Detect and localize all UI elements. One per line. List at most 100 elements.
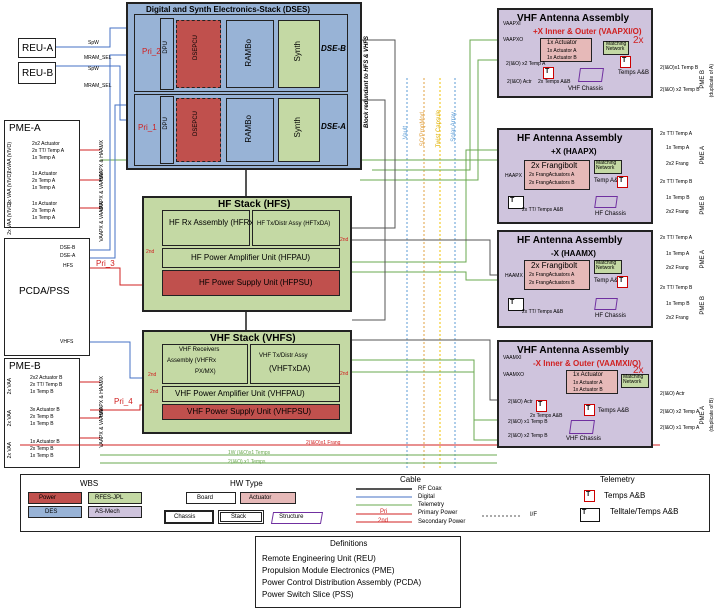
vhf-top-l1: 2(I&O) x2 Temp A: [506, 61, 546, 67]
legend-2nd: 2nd: [378, 518, 389, 524]
temps-icon: [617, 276, 628, 288]
pme-a-g2-item: 2x Temp A: [32, 178, 56, 184]
pme-a-g2-item: 1x Temp A: [32, 185, 56, 191]
vhf-top-sub: +X Inner & Outer (VAAPXI/O): [533, 27, 642, 36]
vhf-bot-chassis: VHF Chassis: [566, 436, 602, 442]
bottom-line-1: 2(I&O)x1 Frang: [306, 440, 341, 446]
pcda-dse-a: DSE-A: [60, 253, 76, 259]
definition-item: Propulsion Module Electronics (PME): [262, 566, 395, 575]
hf-plus-match-label: Matching Network: [596, 160, 617, 172]
temps-icon: [543, 67, 554, 79]
hf-plus-r-item: 2x2 Frang: [666, 209, 689, 215]
legend-rfes: RFES-JPL: [95, 495, 124, 501]
vhf-psu-label: VHF Power Supply Unit (VHFPSU): [187, 407, 312, 416]
hf-minus-temp: Temp A&B: [594, 278, 623, 284]
definitions-title: Definitions: [330, 539, 368, 548]
dsepcu-a: DSEPCU: [176, 98, 221, 162]
vhf-tx-board: VHF Tx/Distr Assy (VHFTxDA): [250, 344, 340, 384]
hf-plus-r-item: 2x TT/ Temp B: [660, 179, 693, 185]
hf-minus-chassis: HF Chassis: [595, 313, 627, 319]
hf-minus-frangibolt: 2x Frangibolt 2x FrangActuators A 2x Fra…: [524, 260, 590, 290]
pme-a-g3-item: 1x Temp A: [32, 215, 56, 221]
vhf-top-title: VHF Antenna Assembly: [517, 13, 630, 24]
vhf-bot-sub: -X Inner & Outer (VAAMXI/O): [533, 359, 641, 368]
vhf-bot-mult: 2x: [633, 365, 644, 376]
legend-power: Power: [39, 495, 57, 501]
hf-minus-fa: 2x FrangActuators A: [529, 272, 575, 278]
temps-icon: [536, 400, 547, 412]
pme-a-g1-item: 2x2 Actuator: [32, 141, 60, 147]
haamx-label: HAAMX: [505, 273, 523, 279]
hf-pau-label: HF Power Amplifier Unit (HFPAU): [191, 253, 310, 262]
pme-a-g2-item: 1x Actuator: [32, 171, 58, 177]
legend-pri: Pri: [380, 509, 388, 515]
hf-rx-label: HF Rx Assembly (HFRx): [169, 218, 257, 227]
legend-rfes-swatch: RFES-JPL: [88, 492, 142, 504]
hf-tx-label: HF Tx/Distr Assy (HFTxDA): [257, 221, 331, 227]
pme-a-g3-item: 2x Temp A: [32, 208, 56, 214]
temps-icon: [617, 176, 628, 188]
synth-b: Synth: [278, 20, 320, 88]
hf-plus-matching: Matching Network: [594, 160, 622, 174]
pme-b-g1-item: 1x Temp B: [30, 389, 54, 395]
legend-telltale: Telltale/Temps A&B: [610, 507, 679, 516]
vhf-rx-label-2: Assembly (VHFRx: [167, 358, 217, 364]
dse-b-label: DSE-B: [321, 44, 346, 53]
legend-stack: Stack: [231, 514, 247, 520]
vhf-2nd-label-b: 2nd: [150, 389, 159, 395]
vhf-tx-label-1: VHF Tx/Distr Assy: [259, 353, 308, 359]
vhf-rx-label-1: VHF Receivers: [179, 347, 220, 353]
legend-actuator: Actuator: [249, 495, 272, 501]
hf-plus-tt: 2x TT/ Temps A&B: [522, 207, 564, 213]
pme-b-title: PME-B: [9, 361, 41, 372]
vhf-bot-title: VHF Antenna Assembly: [517, 345, 630, 356]
vhf-pau-board: VHF Power Amplifier Unit (VHFPAU): [162, 386, 340, 402]
vhf-rx-board: VHF Receivers Assembly (VHFRx PX/MX): [162, 344, 248, 384]
hf-psu-label: HF Power Supply Unit (HFPSU): [199, 278, 313, 287]
pme-a-box: PME-A: [4, 120, 80, 228]
vhf-top-matching: Matching Network: [603, 41, 629, 55]
dsepcu-b: DSEPCU: [176, 20, 221, 88]
pri-3-label: Pri_3: [96, 259, 115, 268]
hf-psu-board: HF Power Supply Unit (HFPSU): [162, 270, 340, 296]
hf-pau-board: HF Power Amplifier Unit (HFPAU): [162, 248, 340, 268]
vaamxo-label: VAAMXO: [503, 372, 525, 378]
spw-label-b: SpW: [88, 66, 99, 72]
vhf-bot-matching: Matching Network: [621, 374, 649, 388]
vhf-top-temps2: 2x Temps A&B: [538, 79, 571, 85]
dpu-a: DPU: [160, 96, 174, 164]
pri-4-label: Pri_4: [114, 397, 133, 406]
hf-minus-tt: 2x TT/ Temps A&B: [522, 309, 564, 315]
hf-minus-r-item: 2x2 Frang: [666, 315, 689, 321]
vhf-bot-temps: Temps A&B: [598, 408, 630, 414]
hf-plus-r-item: 1x Temp B: [666, 195, 690, 201]
reu-a-label: REU-A: [22, 43, 54, 54]
hf-minus-r-item: 2x TT/ Temp B: [660, 285, 693, 291]
dse-a-label: DSE-A: [321, 122, 346, 131]
pme-b-g2-item: 3x Actuator B: [30, 407, 60, 413]
vhf-psu-board: VHF Power Supply Unit (VHFPSU): [162, 404, 340, 420]
legend-wbs-title: WBS: [80, 479, 99, 488]
vhf-bot-r1: 2(I&O) Actr: [660, 391, 685, 397]
legend-des: DES: [45, 509, 58, 515]
legend-box: [20, 474, 710, 532]
pme-a-g1-item: 1x Temp A: [32, 155, 56, 161]
legend-asmech-swatch: AS-Mech: [88, 506, 142, 518]
legend-chassis-swatch: Chassis: [164, 510, 214, 524]
synth-a: Synth: [278, 98, 320, 162]
reu-a-box: REU-A: [18, 38, 56, 58]
dses-title: Digital and Synth Electronics-Stack (DSE…: [146, 5, 311, 14]
hf-minus-frang: 2x Frangibolt: [531, 261, 578, 270]
pcda-hfs: HFS: [63, 263, 73, 269]
legend-digital: Digital: [418, 494, 435, 500]
vhf-top-actuator: 1x Actuator 1x Actuator A 1x Actuator B: [540, 38, 592, 62]
legend-tel-title: Telemetry: [600, 475, 635, 484]
legend-asmech: AS-Mech: [95, 509, 120, 515]
vhf-top-r2: 2(I&O) x2 Temp B: [660, 87, 700, 93]
mram-label-a: MRAM_SEL: [84, 55, 112, 61]
pme-a-g3-item: 1x Actuator: [32, 201, 58, 207]
vhf-antenna-bottom: VHF Antenna Assembly -X Inner & Outer (V…: [497, 340, 653, 448]
pme-b-g2-item: 2x Temp B: [30, 414, 54, 420]
legend-chassis: Chassis: [174, 514, 196, 520]
